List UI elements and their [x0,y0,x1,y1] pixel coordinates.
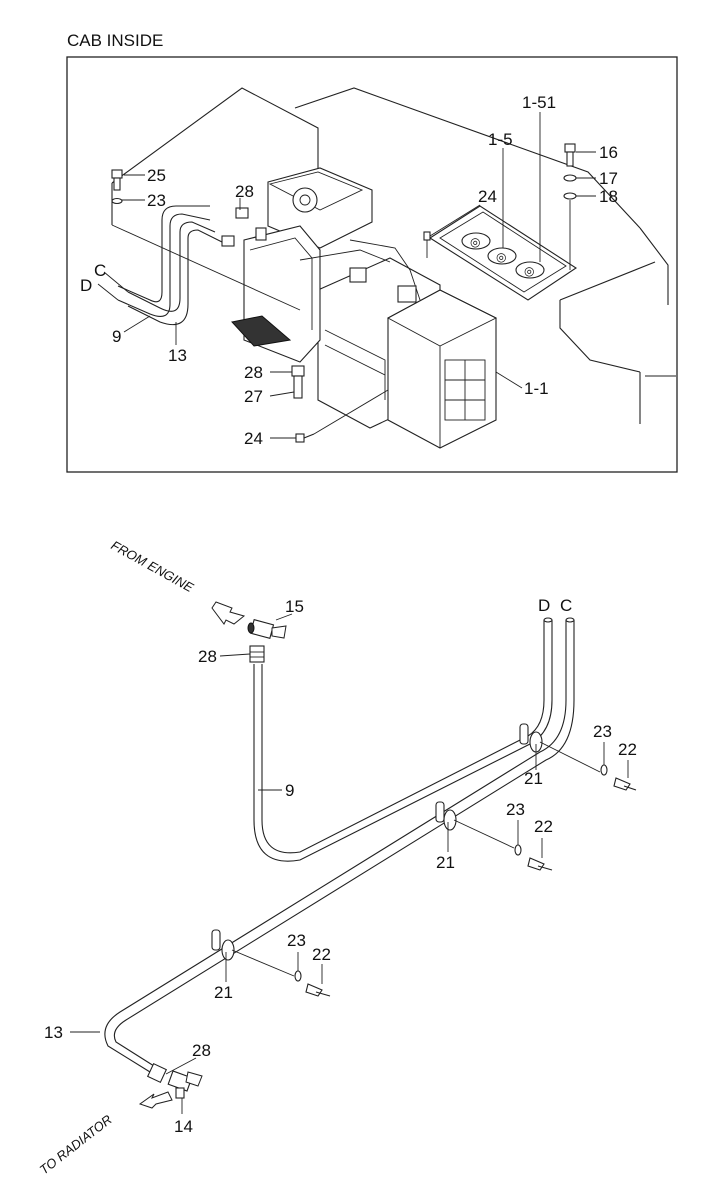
pipe-9-inner [261,620,545,854]
pipe-d-end [543,617,553,623]
label-1-1: 1-1 [524,379,549,398]
washer-bolt-a [600,742,637,791]
label-22-a: 22 [618,740,637,759]
from-engine-arrow [211,601,246,625]
pipe-9 [253,620,553,862]
label-28b-top: 28 [244,363,263,382]
label-d: D [538,596,550,615]
to-radiator-arrow [138,1091,173,1109]
label-23-a: 23 [593,722,612,741]
label-28-top: 28 [235,182,254,201]
cab-console-outline [111,87,676,424]
label-27-top: 27 [244,387,263,406]
fitting-27-28 [291,365,305,399]
label-22-b: 22 [534,817,553,836]
bolt-16-group [563,143,577,270]
washer-bolt-c [294,952,331,997]
label-24b-top: 24 [244,429,263,448]
fitting-28-upper [219,645,265,663]
from-engine-note: FROM ENGINE [109,538,197,596]
switch-panel: ◎ ◎ ◎ [428,205,578,301]
cab-inside-frame [66,56,678,473]
switch-2-glyph: ◎ [496,250,506,264]
switch-3-glyph: ◎ [524,264,534,278]
switch-1-glyph: ◎ [470,235,480,249]
label-23-c: 23 [287,931,306,950]
clamp-21-a [519,723,543,770]
label-16: 16 [599,143,618,162]
label-17: 17 [599,169,618,188]
pipe-c-end [565,617,575,623]
label-15: 15 [285,597,304,616]
label-1-5: 1-5 [488,130,513,149]
fitting-28-top [221,207,267,247]
valve-14 [167,1070,203,1114]
label-21-c: 21 [214,983,233,1002]
label-c: C [560,596,572,615]
hose-lines-top [111,205,301,326]
bottom-leaders [70,789,282,1033]
clamp-21-b [435,801,457,852]
label-23-top: 23 [147,191,166,210]
label-28-lower: 28 [192,1041,211,1060]
label-21-b: 21 [436,853,455,872]
screw-24-panel [423,231,431,258]
label-9: 9 [285,781,294,800]
screw-24-bottom [295,433,315,443]
washer-bolt-b [514,820,553,871]
label-18: 18 [599,187,618,206]
label-d-top: D [80,276,92,295]
heater-unit [231,167,498,449]
to-radiator-note: TO RADIATOR [37,1112,115,1178]
pipe-13 [104,620,567,1073]
label-c-top: C [94,261,106,280]
label-24a-top: 24 [478,187,497,206]
label-13: 13 [44,1023,63,1042]
label-9-top: 9 [112,327,121,346]
label-21-a: 21 [524,769,543,788]
label-14: 14 [174,1117,193,1136]
bolt-25-group [111,169,123,205]
top-leaders [97,112,596,439]
clamp-21-c [211,929,235,982]
label-1-51: 1-51 [522,93,556,112]
label-23-b: 23 [506,800,525,819]
valve-15 [247,613,293,640]
label-25-top: 25 [147,166,166,185]
label-13-top: 13 [168,346,187,365]
pipe-13-inner [113,620,575,1067]
install-lines [231,741,601,977]
label-22-c: 22 [312,945,331,964]
label-28-upper: 28 [198,647,217,666]
fitting-28-lower [146,1057,197,1084]
section-title: CAB INSIDE [67,31,163,50]
